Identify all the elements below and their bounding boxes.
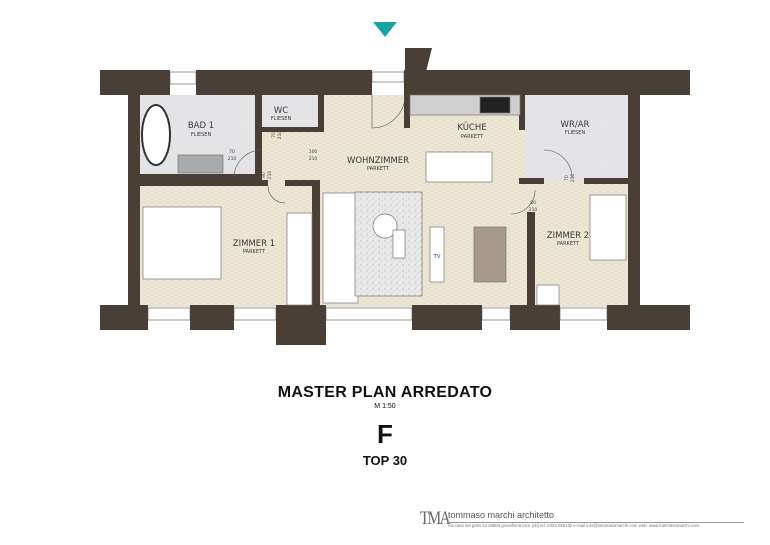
walls xyxy=(100,48,690,345)
room-floor-wrar: FLIESEN xyxy=(565,130,586,136)
windows xyxy=(147,71,608,321)
room-floor-kueche: PARKETT xyxy=(461,134,484,140)
door-dim-bad1-height: 210 xyxy=(228,156,237,162)
footer-divider xyxy=(448,522,744,523)
room-name-wohnzimmer: WOHNZIMMER xyxy=(347,156,409,166)
door-dim-wc-height: 210 xyxy=(277,131,283,140)
door-dim-zimmer1-height: 210 xyxy=(267,171,273,180)
door-dim-bad1-width: 70 xyxy=(229,149,235,155)
plan-scale: M 1:50 xyxy=(374,403,396,410)
unit-letter: F xyxy=(377,419,393,449)
door-dim-entry-height: 210 xyxy=(309,156,318,162)
unit-top-number: TOP 30 xyxy=(362,453,408,468)
room-name-wrar: WR/AR xyxy=(561,120,590,130)
door-dim-zimmer2-width: 80 xyxy=(530,200,536,206)
room-name-zimmer1: ZIMMER 1 xyxy=(233,239,275,249)
door-dim-entry-width: 100 xyxy=(309,149,318,155)
floor-wrar xyxy=(525,95,628,180)
room-floor-wohnzimmer: PARKETT xyxy=(367,166,390,172)
door-dim-wrar-height: 210 xyxy=(570,174,576,183)
architect-name: tommaso marchi architetto xyxy=(448,510,555,520)
furniture xyxy=(141,94,627,306)
room-name-bad1: BAD 1 xyxy=(188,121,214,131)
room-floor-bad1: FLIESEN xyxy=(191,132,212,138)
north-marker-icon xyxy=(373,22,397,37)
room-name-zimmer2: ZIMMER 2 xyxy=(547,231,589,241)
door-dim-zimmer2-height: 210 xyxy=(529,207,538,213)
plan-title: MASTER PLAN ARREDATO xyxy=(277,384,493,401)
floor-wc xyxy=(262,95,318,127)
room-floor-wc: FLIESEN xyxy=(271,116,292,122)
tv-label: TV xyxy=(432,254,440,260)
architect-logo: TMA xyxy=(420,508,451,529)
architect-address: via casa del gallo 13 28883 gravellona t… xyxy=(448,523,700,528)
door-dim-zimmer1-width: 80 xyxy=(261,172,267,178)
room-name-wc: WC xyxy=(274,106,288,116)
room-floor-zimmer2: PARKETT xyxy=(557,241,580,247)
room-floor-zimmer1: PARKETT xyxy=(243,249,266,255)
door-swings xyxy=(233,94,573,215)
door-dim-wrar-width: 70 xyxy=(564,175,570,181)
door-dim-wc-width: 70 xyxy=(271,132,277,138)
room-name-kueche: KÜCHE xyxy=(457,122,486,133)
